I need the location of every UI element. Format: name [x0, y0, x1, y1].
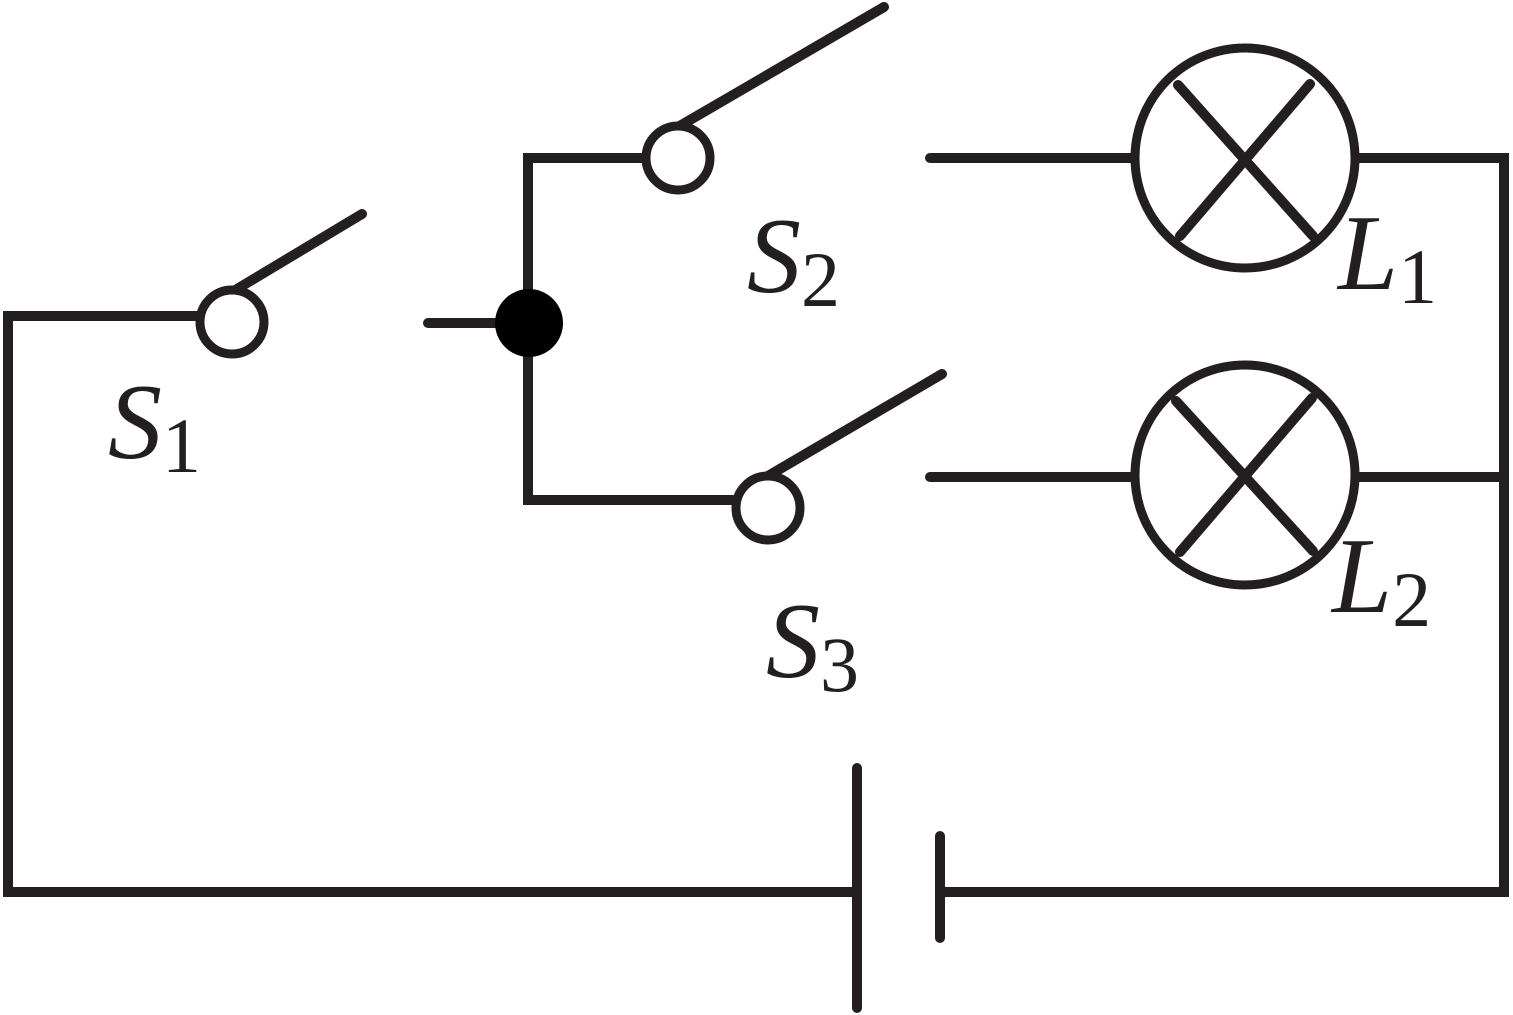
- label-s1: S1: [108, 363, 201, 489]
- switch-s3-blade: [763, 369, 947, 481]
- lamp-l1-cross-b: [1175, 79, 1315, 241]
- wire-branch-s2: [523, 153, 651, 328]
- label-s2-sub: 2: [801, 236, 840, 323]
- junction-branches: [495, 153, 741, 505]
- label-s1-sub: 1: [162, 402, 201, 489]
- switch-s3: [731, 369, 947, 545]
- switch-s2: [641, 2, 889, 195]
- label-s2: S2: [747, 197, 840, 323]
- switch-s1-contact: [195, 285, 269, 359]
- switch-s2-contact: [641, 121, 715, 195]
- lamp-l2: [925, 360, 1360, 590]
- lamp-l2-cross-b: [1175, 393, 1317, 557]
- switch-s1-blade: [227, 209, 367, 297]
- label-s1-main: S: [108, 363, 162, 482]
- wire-right-loop: [937, 153, 1509, 897]
- label-l1-sub: 1: [1398, 233, 1437, 320]
- label-l1: L1: [1336, 194, 1437, 320]
- label-l1-main: L: [1336, 194, 1398, 313]
- label-s3-main: S: [766, 582, 820, 701]
- label-l2: L2: [1330, 517, 1431, 643]
- switch-s1: [195, 209, 505, 359]
- battery-cell: [852, 763, 945, 1013]
- label-s2-main: S: [747, 197, 801, 316]
- label-s3-sub: 3: [820, 621, 859, 708]
- switch-s2-blade: [673, 2, 889, 132]
- label-s3: S3: [766, 582, 859, 708]
- switch-s3-contact: [731, 471, 805, 545]
- lamp-l1: [925, 43, 1360, 273]
- main-loop-wires: [3, 153, 1509, 897]
- junction-dot: [495, 289, 563, 357]
- wire-left-loop: [3, 311, 861, 897]
- label-l2-sub: 2: [1392, 556, 1431, 643]
- label-l2-main: L: [1330, 517, 1392, 636]
- wire-branch-s3: [523, 318, 741, 505]
